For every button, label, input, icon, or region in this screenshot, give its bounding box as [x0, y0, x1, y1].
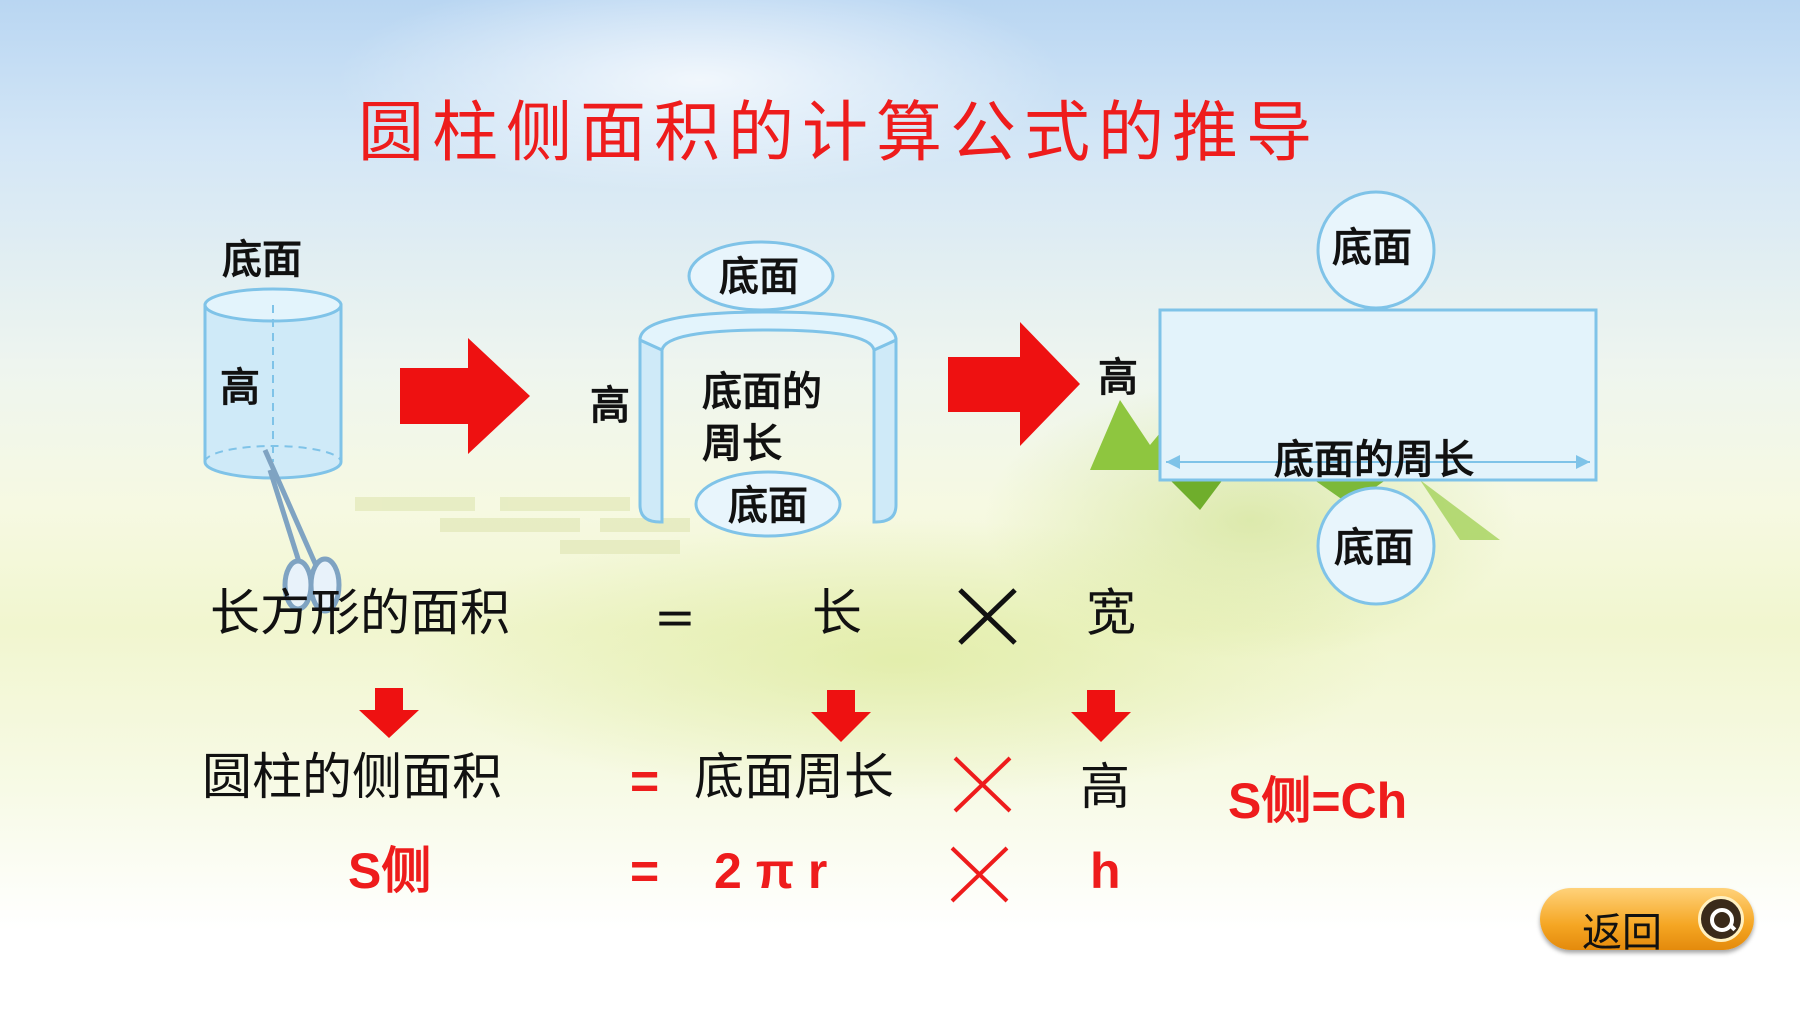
page-title: 圆柱侧面积的计算公式的推导	[358, 94, 1320, 171]
net-figure	[1158, 190, 1598, 606]
back-icon	[1698, 896, 1744, 942]
net-length-label: 底面的周长	[1274, 436, 1474, 483]
back-button-label: 返回	[1582, 910, 1662, 956]
arrow-right-icon	[400, 338, 530, 454]
open-cylinder-side-label-line2: 周长	[702, 420, 782, 467]
row1-equals: =	[654, 588, 696, 646]
arrow-right-icon	[948, 322, 1080, 446]
open-cylinder-side-label-line1: 底面的	[702, 368, 822, 415]
base-circumference-text: 底面周长	[694, 748, 894, 806]
times-sign-red	[953, 756, 1012, 813]
net-top-label: 底面	[1332, 224, 1412, 271]
scissors-icon	[262, 448, 342, 614]
cylinder-top-label: 底面	[222, 236, 302, 283]
length-text: 长	[812, 584, 862, 642]
two-pi-r-text: 2 π r	[714, 843, 828, 899]
open-cylinder-bottom-label: 底面	[728, 482, 808, 529]
times-sign-black	[958, 588, 1017, 645]
open-cylinder-height-label: 高	[590, 382, 630, 429]
open-cylinder-figure	[638, 240, 898, 538]
row2-equals: =	[630, 753, 660, 809]
arrow-down-icon	[811, 690, 871, 742]
times-sign-red	[950, 846, 1009, 903]
background-bricks	[355, 497, 690, 554]
net-bottom-label: 底面	[1334, 524, 1414, 571]
h-text: h	[1090, 843, 1121, 899]
rectangle-area-text: 长方形的面积	[210, 584, 510, 642]
height-text: 高	[1080, 758, 1130, 816]
width-text: 宽	[1086, 584, 1136, 642]
arrow-down-icon	[359, 688, 419, 738]
cylinder-figure	[203, 287, 343, 480]
back-button[interactable]: 返回	[1540, 888, 1754, 956]
row3-equals: =	[630, 843, 660, 899]
lateral-area-formula: S侧=Ch	[1228, 773, 1408, 829]
cylinder-height-label: 高	[220, 364, 260, 411]
s-side-symbol: S侧	[348, 843, 432, 899]
arrow-down-icon	[1071, 690, 1131, 742]
cylinder-lateral-area-text: 圆柱的侧面积	[202, 748, 502, 806]
open-cylinder-top-label: 底面	[719, 253, 799, 300]
net-height-label: 高	[1098, 354, 1138, 401]
